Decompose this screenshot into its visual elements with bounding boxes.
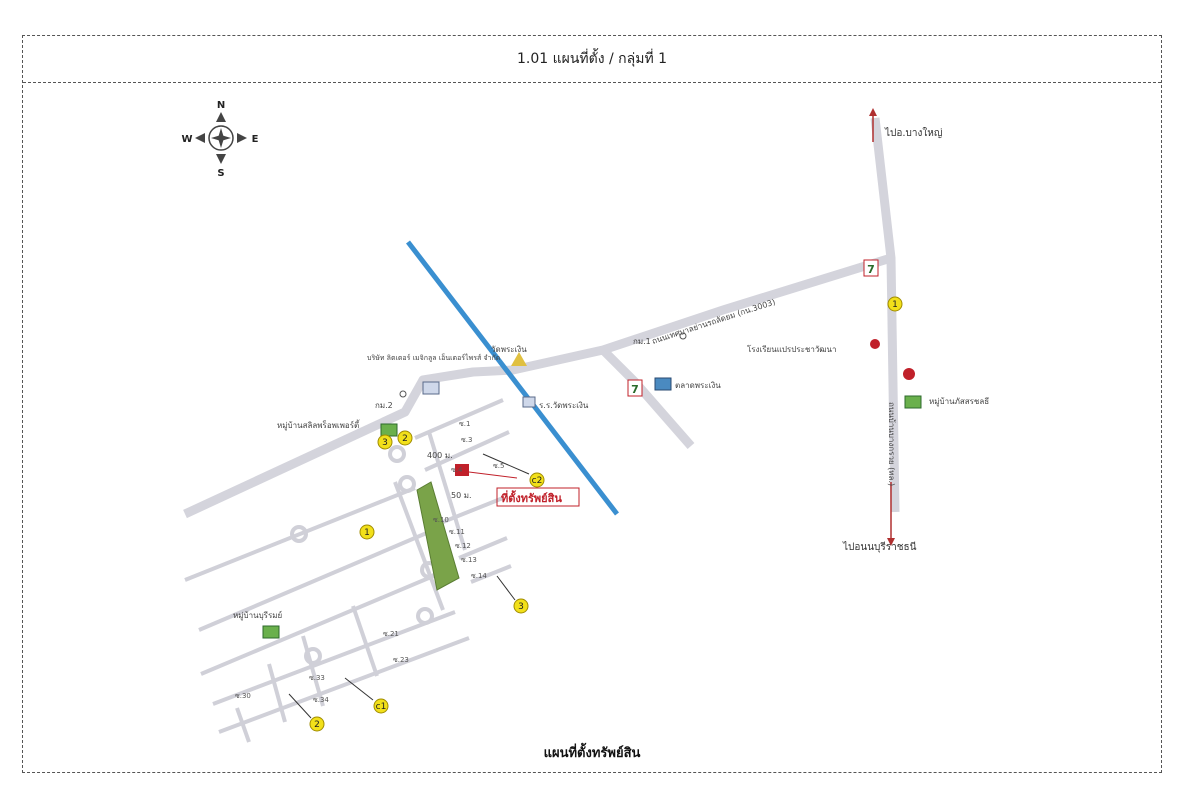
svg-text:3: 3 (518, 602, 524, 612)
property-label-box (496, 487, 580, 507)
label-school-wat: ร.ร.วัดพระเงิน (539, 401, 589, 410)
svg-text:c2: c2 (532, 476, 543, 486)
soi-4: ซ.4 (451, 466, 463, 474)
soi-12: ซ.12 (455, 542, 471, 550)
school-icon (522, 396, 536, 408)
bank-icon (870, 339, 880, 349)
svg-text:2: 2 (402, 434, 408, 444)
label-wat: วัดพระเงิน (491, 345, 527, 354)
arrow-south-icon (887, 482, 895, 546)
village-icon-3 (904, 395, 922, 409)
rail-line (406, 240, 619, 516)
soi-network (184, 398, 512, 743)
soi-3: ซ.3 (461, 436, 472, 444)
km-post-icon-2 (399, 390, 407, 398)
soi-11: ซ.11 (449, 528, 465, 536)
village-icon-2 (262, 625, 280, 639)
svg-text:1: 1 (892, 300, 898, 310)
soi-23: ซ.23 (393, 656, 409, 664)
svg-text:2: 2 (314, 720, 320, 730)
compass-w: W (181, 134, 192, 145)
marker-2-top: 2 (397, 430, 413, 446)
marker-c2: c2 (529, 472, 545, 488)
branch-road (599, 346, 695, 449)
dist-50: 50 ม. (451, 491, 472, 500)
soi-34: ซ.34 (313, 696, 329, 704)
soi-21: ซ.21 (383, 630, 399, 638)
km-post-icon-1 (679, 332, 687, 340)
main-road (183, 253, 893, 519)
vertical-road (870, 117, 900, 513)
page-title: 1.01 แผนที่ตั้ง / กลุ่มที่ 1 (23, 36, 1161, 83)
compass-n: N (217, 100, 225, 111)
soi-33: ซ.33 (309, 674, 325, 682)
svg-text:7: 7 (631, 383, 639, 396)
soi-30: ซ.30 (235, 692, 251, 700)
soi-5: ซ.5 (493, 462, 504, 470)
marker-3-top: 3 (377, 434, 393, 450)
label-road-main: ถนนเทศบาลย่านรถลัดยม (กน.3003) (651, 297, 777, 345)
soi-1: ซ.1 (459, 420, 470, 428)
svg-text:7: 7 (867, 263, 875, 276)
store-icon-2: 7 (863, 259, 879, 277)
svg-text:c1: c1 (376, 702, 387, 712)
compass-e: E (252, 134, 259, 145)
village-icon-1 (380, 423, 398, 437)
temple-icon (511, 352, 527, 366)
building-icon (422, 381, 440, 395)
svg-text:1: 1 (364, 528, 370, 538)
label-road-vertical: ถนนบ้านบางกรวย (ทล.) (887, 402, 896, 486)
label-to-north: ไปอ.บางใหญ่ (884, 127, 942, 139)
label-company: บริษัท ลิตเตอร์ เมจิกลูล เอ็นเตอร์ไพรส์ … (367, 353, 500, 362)
gas-station-icon (903, 368, 915, 380)
label-village3: หมู่บ้านภัสสรชลธี (929, 397, 989, 407)
label-to-south: ไปอนนบุรีราชธนี (842, 541, 917, 553)
arrow-north-icon (869, 108, 877, 142)
label-km2: กม.2 (375, 401, 393, 410)
marker-1-top: 1 (887, 296, 903, 312)
pointer-arrows (288, 453, 530, 719)
compass-s: S (217, 168, 224, 179)
property-pointer (468, 471, 518, 479)
dist-400: 400 ม. (427, 451, 453, 460)
market-icon (654, 377, 672, 391)
label-village2: หมู่บ้านบุรีรมย์ (233, 610, 282, 621)
map-caption: แผนที่ตั้งทรัพย์สิน (543, 746, 641, 761)
soi-13: ซ.13 (461, 556, 477, 564)
marker-1-left: 1 (359, 524, 375, 540)
property-marker (455, 464, 469, 476)
marker-3-bottom: 3 (513, 598, 529, 614)
label-km1: กม.1 (633, 337, 651, 346)
store-icon-1: 7 (627, 379, 643, 397)
marker-2-bottom: 2 (309, 716, 325, 732)
label-market: ตลาดพระเงิน (675, 381, 721, 390)
location-map: N S E W ไปอ.บางใหญ่ ไปอนนบุรีราชธนี (181, 100, 989, 743)
green-area (416, 481, 460, 591)
label-village1: หมู่บ้านสลิลพร็อพเพอร์ตี้ (277, 419, 360, 431)
marker-c1: c1 (373, 698, 389, 714)
svg-text:3: 3 (382, 438, 388, 448)
label-school2: โรงเรียนแปรประชาวัฒนา (747, 344, 837, 354)
soi-10: ซ.10 (433, 516, 449, 524)
compass-icon: N S E W (181, 100, 258, 179)
soi-14: ซ.14 (471, 572, 487, 580)
map-frame: 1.01 แผนที่ตั้ง / กลุ่มที่ 1 N S E W (22, 35, 1162, 773)
property-label: ที่ตั้งทรัพย์สิน (501, 490, 562, 505)
